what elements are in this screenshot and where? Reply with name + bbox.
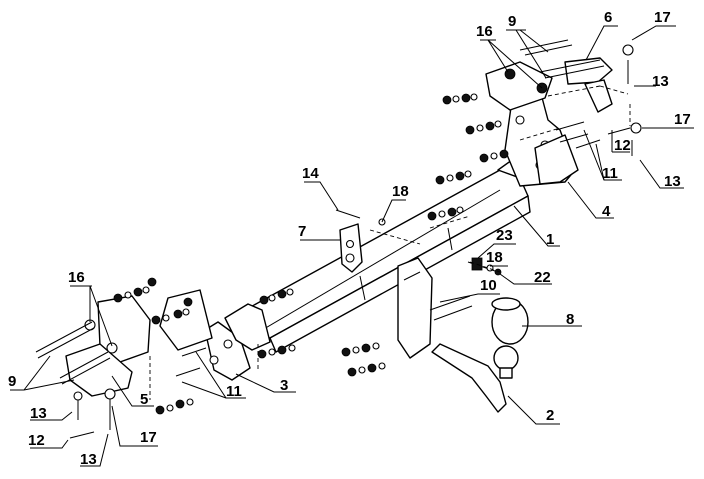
callout-11-upper: 11 — [602, 165, 618, 182]
callout-12-left: 12 — [28, 432, 45, 449]
callout-18-top: 18 — [392, 183, 409, 200]
callout-13-bottom-left: 13 — [80, 451, 97, 468]
bolt-cluster-upper-left — [427, 93, 509, 221]
callout-18-right: 18 — [486, 249, 503, 266]
callout-labels: 1 2 3 4 5 6 7 8 9 9 10 11 11 12 12 13 13… — [8, 9, 691, 468]
callout-13-top-right: 13 — [652, 73, 669, 90]
callout-8: 8 — [566, 311, 574, 328]
callout-10: 10 — [480, 277, 497, 294]
callout-9-upper: 9 — [508, 13, 516, 30]
callout-13-bottom-right: 13 — [664, 173, 681, 190]
center-bracket — [397, 257, 433, 359]
ball-cover — [491, 297, 529, 345]
callout-3: 3 — [280, 377, 288, 394]
callout-13-left: 13 — [30, 405, 47, 422]
callout-2: 2 — [546, 407, 554, 424]
callout-17-bottom: 17 — [140, 429, 157, 446]
callout-23: 23 — [496, 227, 513, 244]
callout-5: 5 — [140, 391, 148, 408]
callout-16-upper: 16 — [476, 23, 493, 40]
callout-17-top: 17 — [654, 9, 671, 26]
leader-lines — [10, 25, 694, 467]
callout-9-lower: 9 — [8, 373, 16, 390]
callout-22: 22 — [534, 269, 551, 286]
callout-14: 14 — [302, 165, 319, 182]
callout-11-lower: 11 — [226, 383, 242, 400]
left-side-bracket — [204, 303, 271, 381]
tow-ball-neck — [431, 343, 519, 413]
right-bolts — [555, 44, 642, 156]
right-side-bracket — [504, 89, 579, 187]
right-upper-plate — [485, 39, 613, 113]
callout-1: 1 — [546, 231, 554, 248]
callout-17-mid: 17 — [674, 111, 691, 128]
alignment-lines — [149, 85, 631, 400]
socket-plate — [335, 209, 386, 273]
bolt-cluster-left — [113, 277, 296, 415]
callout-12-right: 12 — [614, 137, 631, 154]
callout-7: 7 — [298, 223, 306, 240]
callout-16-lower: 16 — [68, 269, 85, 286]
bolt-cluster-center — [341, 295, 473, 377]
callout-6: 6 — [604, 9, 612, 26]
left-bolts — [69, 347, 207, 439]
left-plate — [35, 289, 213, 397]
callout-4: 4 — [602, 203, 611, 220]
